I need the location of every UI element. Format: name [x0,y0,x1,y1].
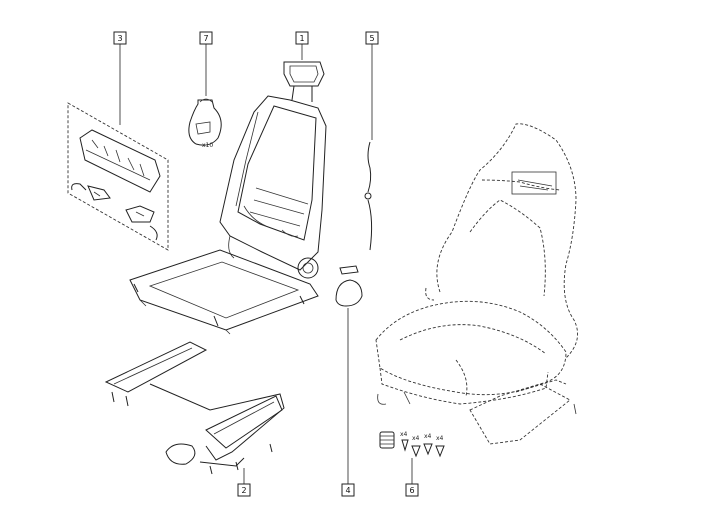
part-7-group[interactable]: 7 x10 [188,31,222,149]
callout-4-label: 4 [345,486,350,495]
callout-7-label: 7 [203,34,208,43]
fastener-qty-a: x4 [400,431,408,438]
assembled-seat-reference [375,123,579,445]
part-2-group[interactable]: 2 [104,341,285,497]
part-6-group[interactable]: x4 x4 x4 x4 6 [379,431,445,497]
callout-6-label: 6 [409,486,414,495]
part-5-group[interactable]: 5 [364,31,379,251]
callout-2-label: 2 [241,486,246,495]
bag-quantity-label: x10 [202,142,213,149]
part-4-group[interactable]: 4 [335,265,363,497]
seat-frame-part [129,61,327,335]
part-3-group[interactable]: 3 [67,31,169,251]
screw-set-part: x4 x4 x4 x4 [379,431,445,458]
part-1-group[interactable]: 1 [129,31,327,335]
handle-cap-part [335,265,363,307]
seat-rail-part [104,341,285,475]
callout-1-label: 1 [299,34,304,43]
fastener-qty-c: x4 [424,433,432,440]
trim-panel-part [79,129,161,193]
fastener-bag-part: x10 [188,98,222,149]
trim-clip-parts [71,183,158,241]
fastener-qty-d: x4 [436,435,444,442]
fastener-qty-b: x4 [412,435,420,442]
callout-5-label: 5 [369,34,374,43]
release-cable-part [364,141,373,251]
callout-3-label: 3 [117,34,122,43]
